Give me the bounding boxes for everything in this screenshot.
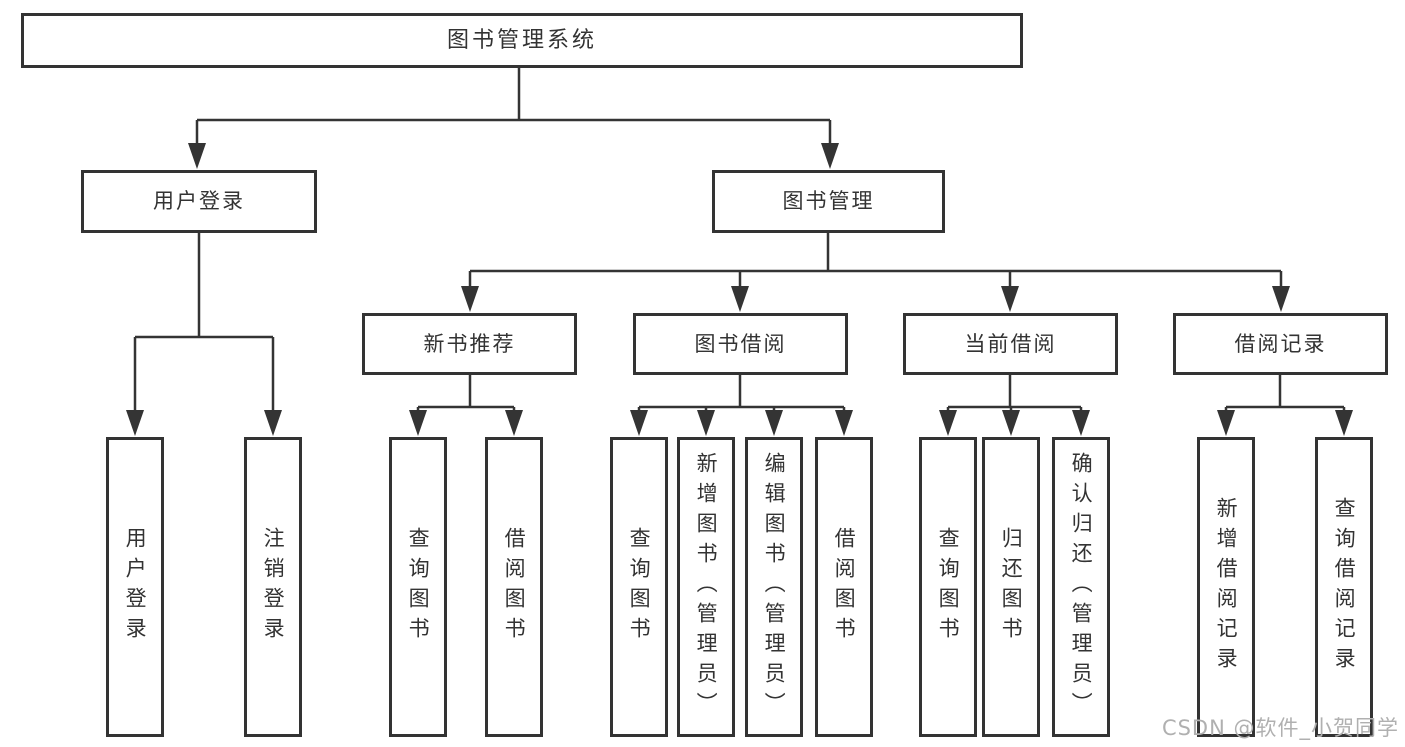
node-book-management-label: 图书管理	[782, 189, 875, 214]
node-leaf-newbook-borrow-books: 借阅图书	[485, 437, 543, 737]
node-leaf-current-query-books: 查询图书	[919, 437, 977, 737]
node-book-borrowing: 图书借阅	[633, 313, 848, 375]
node-leaf-current-query-books-label: 查询图书	[936, 527, 961, 647]
node-root-label: 图书管理系统	[446, 27, 597, 53]
node-leaf-newbook-query-books-label: 查询图书	[406, 527, 431, 647]
node-book-management: 图书管理	[712, 170, 945, 233]
node-leaf-current-return-books-label: 归还图书	[999, 527, 1024, 647]
node-leaf-user-login: 用户登录	[106, 437, 164, 737]
node-root: 图书管理系统	[21, 13, 1023, 68]
node-leaf-current-confirm-return-admin-label: 确认归还（管理员）	[1069, 452, 1094, 722]
node-leaf-logout-label: 注销登录	[261, 527, 286, 647]
node-leaf-records-add-record: 新增借阅记录	[1197, 437, 1255, 737]
node-current-borrowing-label: 当前借阅	[964, 331, 1057, 356]
node-leaf-borrow-borrow-books: 借阅图书	[815, 437, 873, 737]
node-current-borrowing: 当前借阅	[903, 313, 1118, 375]
node-leaf-borrow-add-books-admin-label: 新增图书（管理员）	[694, 452, 719, 722]
node-leaf-borrow-edit-books-admin: 编辑图书（管理员）	[745, 437, 803, 737]
node-leaf-borrow-query-books: 查询图书	[610, 437, 668, 737]
node-leaf-user-login-label: 用户登录	[123, 527, 148, 647]
node-leaf-current-confirm-return-admin: 确认归还（管理员）	[1052, 437, 1110, 737]
node-leaf-current-return-books: 归还图书	[982, 437, 1040, 737]
node-leaf-borrow-edit-books-admin-label: 编辑图书（管理员）	[762, 452, 787, 722]
node-leaf-logout: 注销登录	[244, 437, 302, 737]
node-new-book-recommend: 新书推荐	[362, 313, 577, 375]
arrowheads	[126, 143, 1353, 436]
node-new-book-recommend-label: 新书推荐	[423, 331, 516, 356]
node-leaf-records-add-record-label: 新增借阅记录	[1214, 497, 1239, 677]
node-borrowing-records: 借阅记录	[1173, 313, 1388, 375]
csdn-watermark: CSDN @软件_小贺同学	[1161, 716, 1399, 740]
node-leaf-borrow-borrow-books-label: 借阅图书	[832, 527, 857, 647]
node-user-login-branch-label: 用户登录	[153, 189, 245, 214]
node-leaf-newbook-query-books: 查询图书	[389, 437, 447, 737]
node-book-borrowing-label: 图书借阅	[694, 331, 787, 356]
node-leaf-newbook-borrow-books-label: 借阅图书	[502, 527, 527, 647]
node-leaf-borrow-add-books-admin: 新增图书（管理员）	[677, 437, 735, 737]
node-leaf-borrow-query-books-label: 查询图书	[627, 527, 652, 647]
node-leaf-records-query-record-label: 查询借阅记录	[1332, 497, 1357, 677]
node-borrowing-records-label: 借阅记录	[1234, 331, 1327, 356]
node-leaf-records-query-record: 查询借阅记录	[1315, 437, 1373, 737]
node-user-login-branch: 用户登录	[81, 170, 317, 233]
